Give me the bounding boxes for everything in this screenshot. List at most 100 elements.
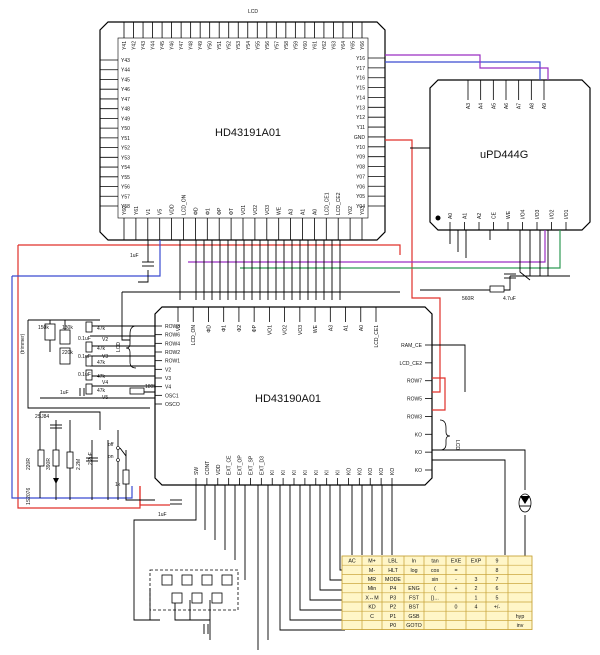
pin-label: Y65 [350,41,356,50]
label-sw-on: on [108,454,114,460]
keypad-key-label: 5 [496,595,499,601]
chip-upd444-name: uPD444G [480,149,528,161]
pin-label: Y44 [151,41,157,50]
keypad-key-label: sin [432,577,439,583]
pin-label: Y63 [331,41,337,50]
label-sw-off: off [108,442,114,448]
keypad-key-label: P2 [390,605,397,611]
keypad-key-label: ln [412,559,416,565]
pin-label: KI [336,470,342,475]
label-r-47k-1: 47k [97,326,106,332]
pin-label: I/O4 [521,209,527,219]
label-r-560: 560R [462,296,474,302]
keypad-key-label: [)... [431,595,439,601]
pin-label: KO [368,468,374,475]
label-transistor: 2SJ84 [35,414,49,420]
pin-label: VO1 [267,325,273,335]
pin-label: Y16 [356,56,365,62]
keypad-key-label: 4 [475,605,478,611]
keypad-key-label: M- [369,568,375,574]
pin-label: KO [346,468,352,475]
pin-label: WE [277,206,283,215]
pin-label: Y57 [121,194,130,200]
pin-label: Y60 [122,206,128,215]
pin-label: KO [390,468,396,475]
pin-label: Y53 [236,41,242,50]
label-v4: V4 [102,380,108,386]
label-lcd-left: LCD [116,342,122,352]
pin-label: Y43 [121,58,130,64]
keypad-key-label: = [454,568,457,574]
pin-label: Y16 [356,76,365,82]
pin-label: CE [492,211,498,219]
pin-label: A1 [301,209,307,215]
pin-label: KI [303,470,309,475]
pin1-dot [435,215,441,221]
keypad-key-label: P0 [390,623,397,629]
pin-label: A4 [479,103,485,109]
keypad-key-label: LBL [388,559,397,565]
pin-label: OSCO [165,402,180,408]
pin-label: Y43 [141,41,147,50]
pin-label: Y48 [189,41,195,50]
pin-label: EXT_SP [248,455,254,475]
pin-label: VO2 [283,325,289,335]
pin-label: A3 [466,103,472,109]
keypad-key-label: Min [368,586,377,592]
components: 1uF 560R 4.7uF LCD LCD 150k 130k 220k (t… [20,253,532,634]
pin-label: I/O2 [550,209,556,219]
pin-label: Y59 [293,41,299,50]
keypad-key-label: 2 [475,586,478,592]
label-v2: V2 [102,337,108,343]
keypad-key-label: X↔M [365,595,378,601]
keypad-key-label: P1 [390,614,397,620]
pin-label: Y58 [121,204,130,210]
pin-label: Y64 [341,41,347,50]
pin-label: Y42 [132,41,138,50]
keypad-key-label: 1 [475,595,478,601]
label-d-1s2076: 1S2076 [26,488,32,505]
pin-label: EXT_D3 [259,456,265,475]
pin-label: V4 [165,385,171,391]
pin-label: Φ2 [237,325,243,332]
pin-label: Y05 [356,194,365,200]
label-r-150k: 150k [38,325,49,331]
chip-hd43190-name: HD43190A01 [255,393,321,405]
pin-label: ΦD [193,207,199,215]
keypad-key-label: M+ [368,559,376,565]
pin-label: V2 [165,367,171,373]
pin-label: A3 [328,325,334,331]
pin-label: ROW4 [165,341,180,347]
pin-label: Y48 [121,107,130,113]
label-trimmer: (trimmer) [20,333,26,354]
pin-label: LCD_ON [191,325,197,346]
pin-label: ROW7 [407,379,422,385]
label-c-1uf-left: 1uF [60,390,69,396]
keypad-key-label: 6 [496,586,499,592]
pin-label: A0 [359,325,365,331]
pin-label: ROW5 [407,397,422,403]
pin-label: Y60 [303,41,309,50]
pin-label: ROW3 [407,414,422,420]
label-c-01uf-2: 0.1uF [78,354,91,360]
label-r-47k-4: 47k [97,374,106,380]
pin-label: KO [357,468,363,475]
pin-label: Y09 [356,155,365,161]
pin-label: Y61 [134,206,140,215]
pin-label: Y46 [170,41,176,50]
keypad-key-label: cos [431,568,440,574]
pin-label: VDD [170,204,176,215]
pin-label: Y54 [246,41,252,50]
pin-label: A1 [344,325,350,331]
label-r-180k: 180k [145,384,156,390]
keypad-key-label: 8 [496,568,499,574]
keypad-key-label: EXP [471,559,482,565]
pin-label: Y08 [356,165,365,171]
keypad-key-label: MR [368,577,376,583]
pin-label: Y47 [179,41,185,50]
pin-label: Y56 [265,41,271,50]
keypad-key-label: BST [409,605,420,611]
